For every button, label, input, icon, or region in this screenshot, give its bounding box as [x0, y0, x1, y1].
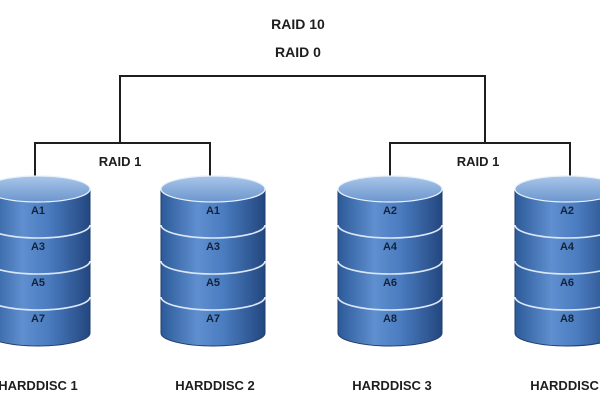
disk-divider — [160, 224, 266, 239]
disk-top — [514, 175, 600, 203]
disk-label-2: HARDDISC 2 — [175, 378, 254, 393]
disk-block-label: A6 — [560, 277, 574, 289]
disk-divider — [337, 224, 443, 239]
disk-divider — [337, 260, 443, 275]
disk-block-label: A3 — [206, 241, 220, 253]
disk-label-3: HARDDISC 3 — [352, 378, 431, 393]
disk-block-label: A2 — [383, 205, 397, 217]
disk-block-label: A3 — [31, 241, 45, 253]
connector-lines — [34, 75, 571, 187]
raid0-connector — [119, 75, 486, 143]
raid1-right-label: RAID 1 — [457, 154, 500, 169]
disk-top — [0, 175, 91, 203]
disk-divider — [514, 260, 600, 275]
disk-body — [0, 188, 91, 347]
disk-divider — [0, 224, 91, 239]
disk-block-label: A7 — [206, 313, 220, 325]
disk-block-label: A4 — [560, 241, 575, 253]
raid10-title: RAID 10 — [271, 16, 325, 32]
disk-divider — [0, 260, 91, 275]
disk-body — [160, 188, 266, 347]
disk-body — [514, 188, 600, 347]
disk-label-4: HARDDISC 4 — [530, 378, 600, 393]
disk-top — [337, 175, 443, 203]
disk-block-label: A4 — [383, 241, 398, 253]
disk-block-label: A7 — [31, 313, 45, 325]
disk-divider — [160, 296, 266, 311]
disk-body — [337, 188, 443, 347]
disk-block-label: A1 — [206, 205, 220, 217]
disk-divider — [514, 296, 600, 311]
disk-divider — [337, 296, 443, 311]
raid1-left-connector — [34, 142, 211, 187]
disk-block-label: A8 — [560, 313, 574, 325]
raid1-left-label: RAID 1 — [99, 154, 142, 169]
disk-divider — [160, 260, 266, 275]
disk-divider — [514, 224, 600, 239]
disk-block-label: A1 — [31, 205, 45, 217]
disk-divider — [0, 296, 91, 311]
disk-block-label: A8 — [383, 313, 397, 325]
disk-label-1: HARDDISC 1 — [0, 378, 78, 393]
disk-top — [160, 175, 266, 203]
disk-block-label: A6 — [383, 277, 397, 289]
raid1-right-connector — [389, 142, 571, 187]
disk-block-label: A5 — [31, 277, 45, 289]
disk-block-label: A5 — [206, 277, 220, 289]
raid0-title: RAID 0 — [275, 44, 321, 60]
disk-block-label: A2 — [560, 205, 574, 217]
